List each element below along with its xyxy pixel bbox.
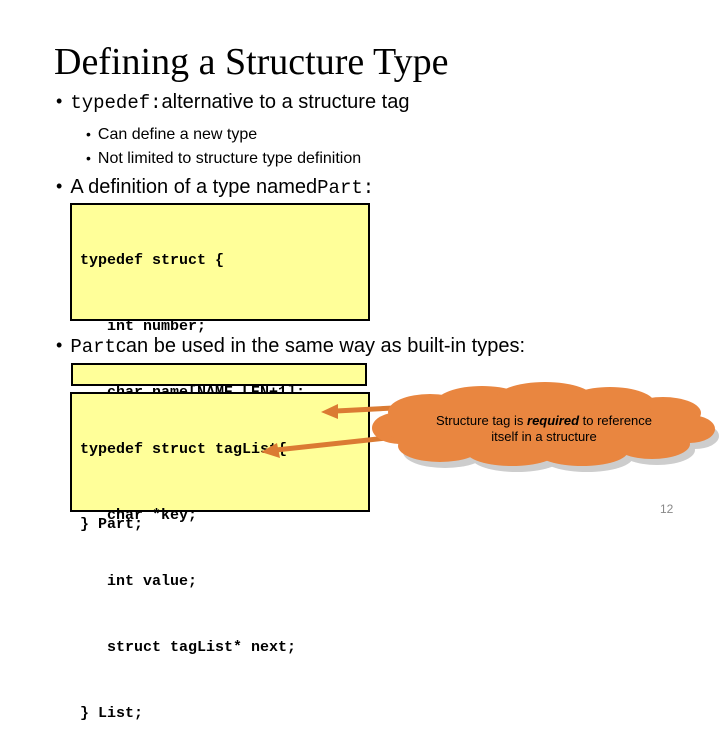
bullet-icon: • — [56, 176, 63, 196]
bullet-typedef: • typedef: alternative to a structure ta… — [56, 91, 409, 114]
bullet-definition-part: • A definition of a type named Part: — [56, 176, 374, 199]
bullet-part-usage: • Part can be used in the same way as bu… — [56, 335, 525, 358]
code-box-part-decl: Part part1, part2; — [71, 363, 367, 422]
callout-note: Structure tag is required to reference i… — [388, 413, 700, 445]
code-box-taglist-struct: typedef struct tagList{ char *key; int v… — [70, 392, 370, 722]
bullet-icon: • — [86, 126, 91, 142]
callout-line2: itself in a structure — [491, 429, 597, 444]
code-box-part-struct: typedef struct { int number; char name[N… — [70, 203, 370, 533]
bullet-definition-text: A definition of a type named — [70, 176, 318, 198]
bullet-part-text: can be used in the same way as built-in … — [115, 335, 526, 357]
bullet-typedef-text: alternative to a structure tag — [161, 91, 410, 113]
bullet-icon: • — [56, 335, 63, 355]
sub-bullet-new-type: • Can define a new type — [86, 126, 257, 144]
code-line: typedef struct { — [80, 252, 225, 269]
bullet-part-code: Part — [70, 336, 116, 358]
page-number: 12 — [660, 502, 674, 516]
slide: { "slide": { "title": "Defining a Struct… — [54, 41, 719, 722]
sub-bullet-label: Can define a new type — [97, 126, 258, 143]
code-line: struct tagList* next; — [80, 639, 297, 656]
code-line: int value; — [80, 573, 198, 590]
callout-line1: Structure tag is required to reference — [435, 413, 653, 428]
bullet-icon: • — [56, 91, 63, 111]
callout-emphasis: required — [527, 413, 580, 428]
code-line: } List; — [80, 705, 144, 722]
code-line: } Part; — [80, 516, 144, 533]
code-line: int number; — [80, 318, 207, 335]
bullet-definition-code: Part: — [317, 177, 375, 199]
code-line: char *key; — [80, 507, 198, 524]
bullet-icon: • — [86, 150, 91, 166]
sub-bullet-label: Not limited to structure type definition — [97, 150, 362, 167]
slide-title: Defining a Structure Type — [54, 41, 449, 83]
bullet-typedef-code: typedef: — [70, 92, 162, 114]
code-line: typedef struct tagList{ — [80, 441, 288, 458]
sub-bullet-not-limited: • Not limited to structure type definiti… — [86, 150, 361, 168]
